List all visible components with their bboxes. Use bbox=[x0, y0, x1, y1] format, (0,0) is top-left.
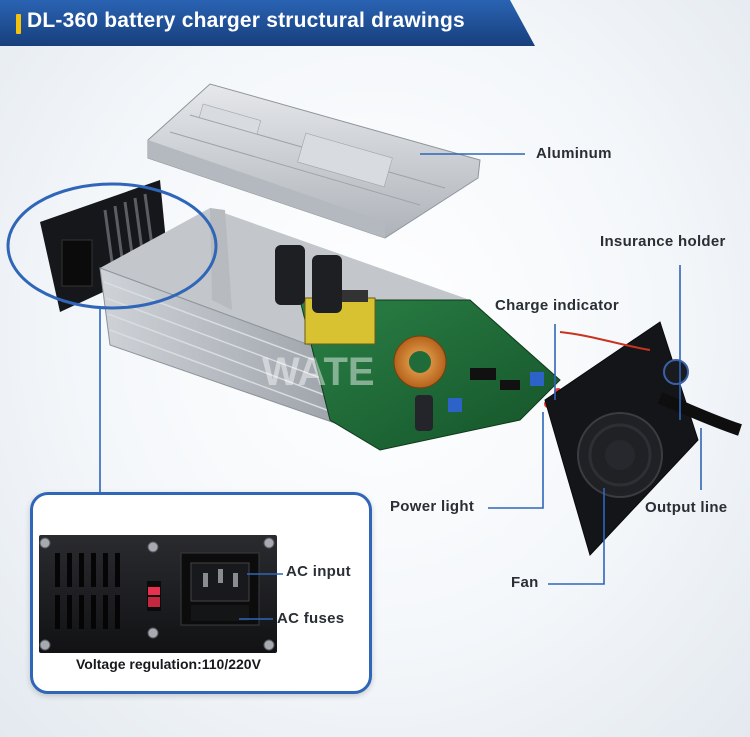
label-ac-fuses: AC fuses bbox=[277, 610, 345, 627]
pcb-board bbox=[275, 245, 562, 451]
ac-socket-icon bbox=[180, 552, 260, 626]
label-insurance-holder: Insurance holder bbox=[600, 233, 726, 250]
page-title: DL-360 battery charger structural drawin… bbox=[27, 9, 465, 32]
label-output-line: Output line bbox=[645, 499, 728, 516]
label-charge-indicator: Charge indicator bbox=[495, 297, 619, 314]
fan-grille-icon bbox=[103, 193, 154, 263]
title-bar: DL-360 battery charger structural drawin… bbox=[0, 0, 535, 46]
inset-vent-slots bbox=[55, 553, 120, 629]
rear-panel bbox=[40, 180, 168, 312]
callout-lines bbox=[99, 153, 702, 585]
callout-power-light bbox=[488, 412, 544, 509]
callout-fan bbox=[548, 488, 605, 585]
label-voltage-regulation: Voltage regulation:110/220V bbox=[76, 656, 261, 672]
rear-socket-highlight bbox=[6, 182, 218, 310]
voltage-switch-icon bbox=[147, 581, 161, 611]
label-aluminum: Aluminum bbox=[536, 145, 612, 162]
label-power-light: Power light bbox=[390, 498, 475, 515]
inset-rear-panel-detail: AC input AC fuses bbox=[30, 492, 372, 694]
aluminum-cover bbox=[147, 83, 481, 239]
fan-icon bbox=[577, 412, 663, 498]
label-fan: Fan bbox=[511, 574, 539, 591]
title-accent-mark bbox=[16, 14, 21, 34]
watermark: WATE bbox=[262, 350, 375, 394]
inset-illustration bbox=[39, 535, 283, 653]
title-bar-shape bbox=[0, 0, 535, 46]
screw-icon bbox=[39, 537, 275, 651]
label-ac-input: AC input bbox=[286, 563, 351, 580]
front-panel bbox=[544, 321, 742, 556]
